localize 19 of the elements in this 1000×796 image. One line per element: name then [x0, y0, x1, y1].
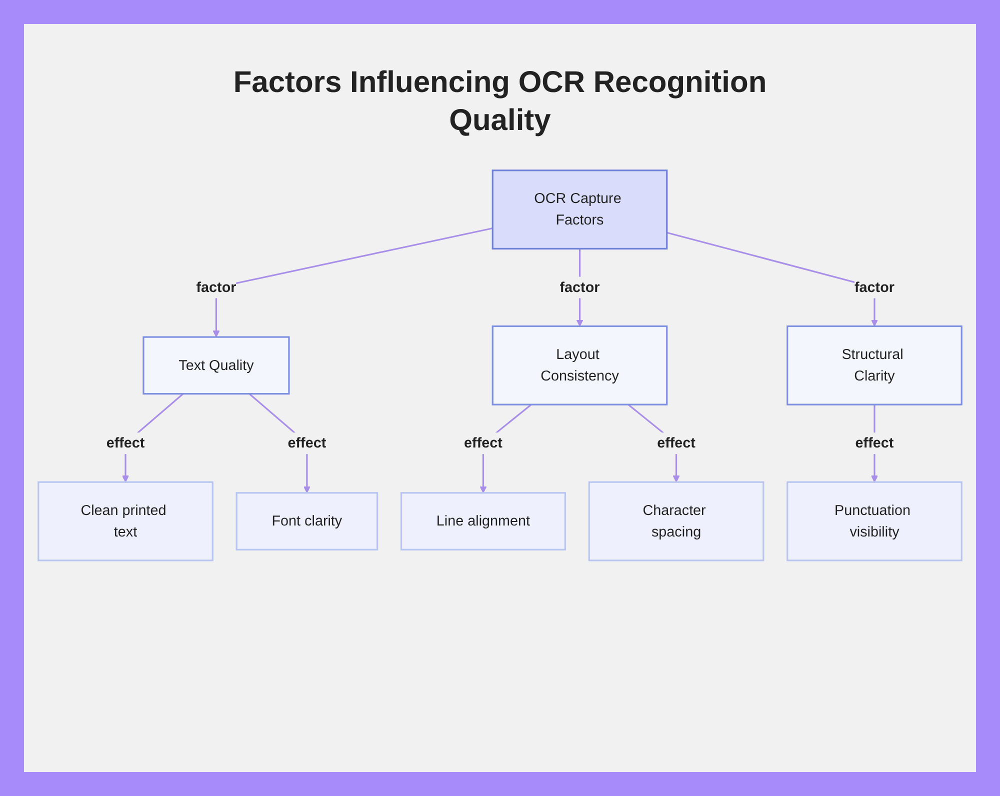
edge-label: effect [855, 434, 894, 451]
node-box: Punctuation visibility [786, 481, 962, 562]
edge-label: effect [657, 434, 696, 451]
node-box: Font clarity [236, 492, 378, 550]
edge-label: effect [464, 434, 502, 451]
node-box: Character spacing [588, 481, 764, 562]
node-box: Clean printed text [38, 481, 214, 562]
diagram-title: Factors Influencing OCR Recognition Quality [232, 65, 768, 139]
edge-label: factor [854, 279, 894, 296]
node-box: Structural Clarity [786, 325, 962, 406]
edge-label: factor [196, 279, 236, 296]
edge-label: effect [106, 434, 145, 451]
edge-label: effect [288, 434, 326, 451]
edge-label: factor [560, 279, 600, 296]
arrow [212, 227, 493, 338]
node-box: Layout Consistency [492, 325, 668, 406]
node-box: Line alignment [400, 492, 566, 550]
node-box: OCR Capture Factors [492, 170, 668, 250]
node-box: Text Quality [142, 336, 290, 395]
